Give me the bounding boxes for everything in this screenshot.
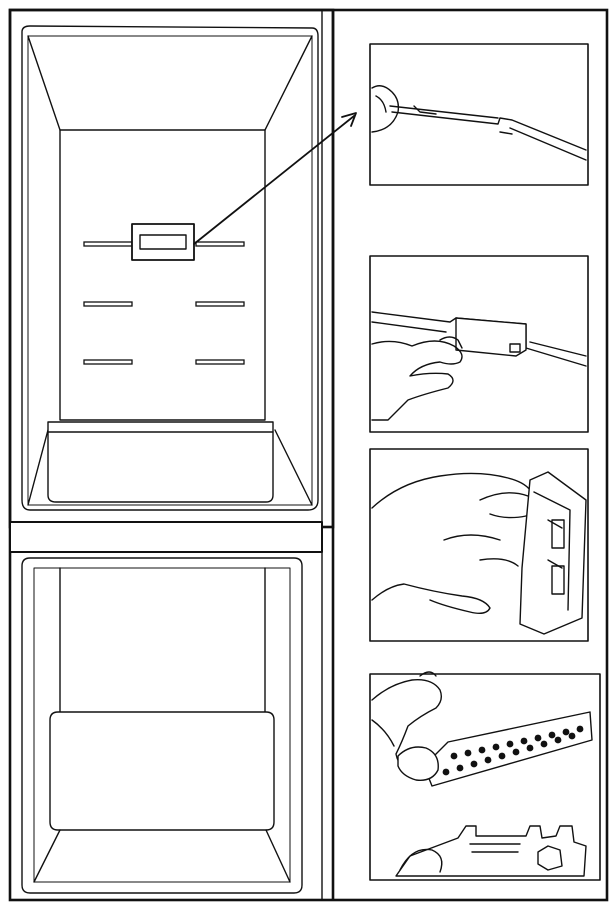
shelf-rail xyxy=(83,241,133,247)
freezer-liner xyxy=(21,557,303,894)
perspective-bl xyxy=(27,429,49,506)
shelf-rail xyxy=(83,359,133,365)
finger xyxy=(371,85,400,133)
shelf-rail xyxy=(195,301,245,307)
freezer-perspective-bl xyxy=(33,829,61,883)
refrigerator xyxy=(8,8,335,901)
perspective-tl xyxy=(27,35,61,131)
step-1-panel xyxy=(369,43,589,186)
cover-rail xyxy=(389,105,587,161)
filter-holder xyxy=(131,223,195,261)
shelf-rail xyxy=(195,241,245,247)
perspective-tr xyxy=(264,35,313,131)
hand xyxy=(371,340,463,421)
step-4-panel xyxy=(369,671,601,881)
freezer-perspective-br xyxy=(265,829,291,883)
filter-holder-window xyxy=(139,234,187,250)
freezer-drawer xyxy=(49,711,275,831)
hand xyxy=(371,472,531,615)
perspective-br xyxy=(274,429,313,506)
crisper-drawer xyxy=(47,421,274,503)
shelf-rail xyxy=(83,301,133,307)
filter-pad xyxy=(423,711,593,787)
fridge-liner xyxy=(21,25,319,511)
filter-pad-holes xyxy=(442,725,584,776)
thumb-over-pad xyxy=(397,746,439,781)
shelf-rail xyxy=(195,359,245,365)
cover-piece xyxy=(455,317,527,357)
removed-cover xyxy=(519,471,587,635)
compartment-divider xyxy=(9,521,323,553)
step-3-panel xyxy=(369,448,589,642)
pad-holder-base xyxy=(395,825,587,877)
fridge-back-wall xyxy=(59,129,266,421)
step-2-panel xyxy=(369,255,589,433)
pointer-arrow xyxy=(193,112,357,245)
